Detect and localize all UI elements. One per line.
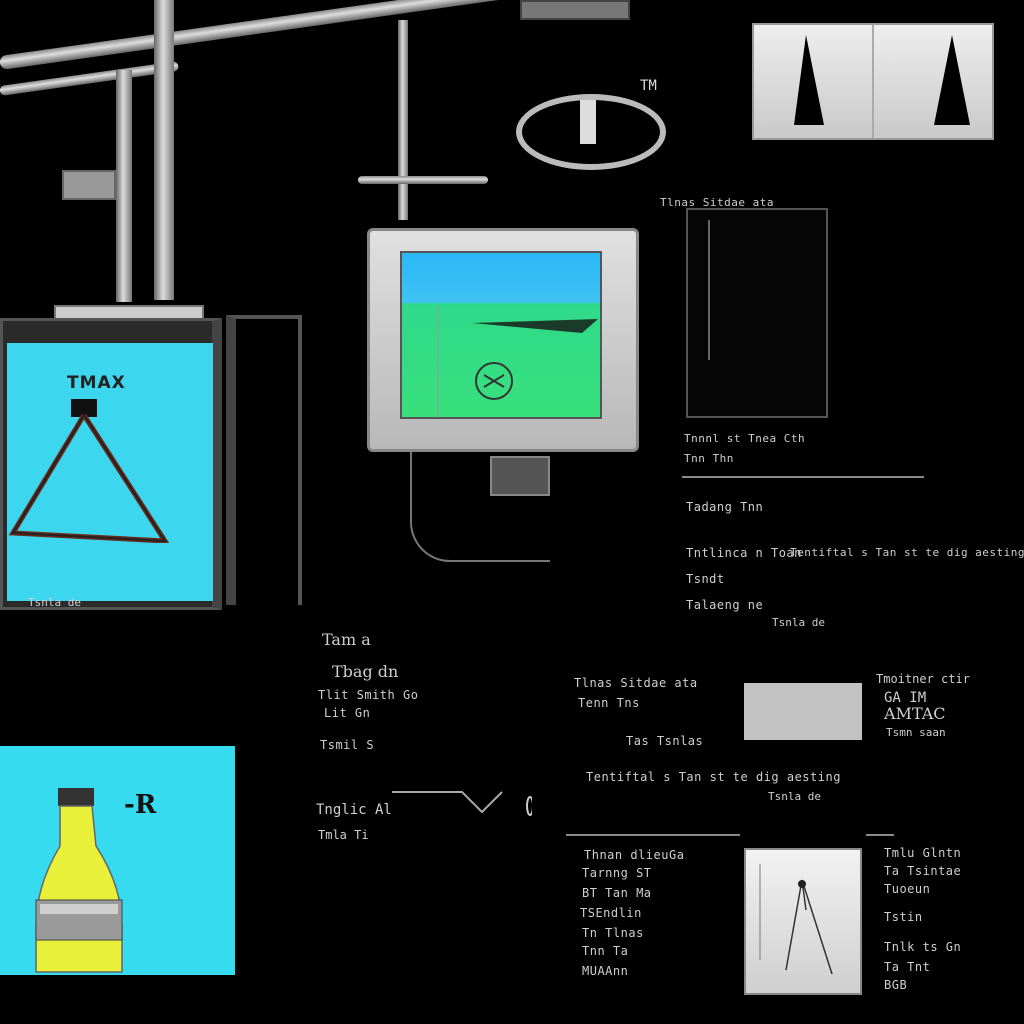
center-monitor-screen (400, 251, 602, 419)
box-label-1: Tmoitner ctir (876, 672, 970, 686)
lower-right-2: Ta Tsintae (884, 864, 962, 878)
data-frame (686, 208, 828, 418)
probe-icon (392, 791, 532, 816)
lower-right-7: BGB (884, 978, 908, 992)
mid-caption: Tnglic Al (316, 802, 392, 818)
lower-right-6: Ta Tnt (884, 960, 931, 974)
mid-row-4: Talaeng ne (686, 598, 764, 612)
lower-left-7: MUAAnn (582, 964, 629, 978)
triangle-icon (8, 399, 170, 543)
spike-icon (934, 35, 970, 125)
vertical-pipe-2 (154, 0, 174, 300)
frame-label: Tlnas Sitdae ata (660, 196, 774, 209)
right-row-c: Tas Tsnlas (626, 734, 704, 748)
mid-caption-2: Tmla Ti (318, 828, 369, 842)
lower-left-6: Tnn Ta (582, 944, 629, 958)
lower-left-1: Thnan dlieuGa (584, 848, 685, 862)
sub-line: Tsnla de (768, 790, 821, 803)
spike-panel (752, 23, 994, 140)
lower-left-5: Tn Tlnas (582, 926, 644, 940)
left-monitor-caption: TMAX (67, 373, 126, 393)
left-monitor-screen: TMAX (7, 343, 213, 601)
spike-panel-left (754, 25, 874, 138)
center-line-2: Lit Gn (324, 706, 371, 720)
product-label: -R (124, 790, 157, 820)
bottle-icon (35, 788, 123, 973)
mid-row-5: Tentiftal s Tan st te dig aesting (790, 546, 1024, 559)
lower-right-4: Tstin (884, 910, 923, 924)
vertical-pipe-3 (398, 20, 408, 220)
lower-right-5: Tnlk ts Gn (884, 940, 962, 954)
center-title-2: Tbag dn (332, 662, 399, 681)
mid-row-2: Tntlinca n Toan (686, 546, 802, 560)
lower-left-2: Tarnng ST (582, 866, 652, 880)
overhead-pipe (0, 0, 516, 70)
lower-left-3: BT Tan Ma (582, 886, 652, 900)
cable-rig (410, 452, 550, 562)
center-line-3: Tsmil S (320, 738, 375, 752)
product-panel: -R (0, 746, 235, 975)
mount-bracket (490, 456, 550, 496)
top-bracket (520, 0, 630, 20)
frame-line (708, 220, 710, 360)
spike-panel-right (874, 25, 992, 138)
mid-row-6: Tsnla de (772, 616, 825, 629)
divider-2 (566, 834, 740, 836)
frame-row-1: Tnnnl st Tnea Cth (684, 432, 806, 445)
divider-1 (682, 476, 924, 478)
diagram-sheet (744, 848, 862, 995)
right-row-b: Tenn Tns (578, 696, 640, 710)
center-title-1: Tam a (322, 630, 371, 649)
header-label: TM (640, 78, 657, 94)
frame-row-2: Tnn Thn (684, 452, 734, 465)
box-label-4: Tsmn saan (886, 726, 946, 739)
crossbar (358, 176, 488, 184)
lower-right-3: Tuoeun (884, 882, 931, 896)
mid-row-3: Tsndt (686, 572, 725, 586)
left-caption: Tsnla de (28, 596, 81, 609)
ring-stem (580, 100, 596, 144)
center-monitor (367, 228, 639, 452)
tripod-icon (759, 864, 833, 975)
gray-swatch (744, 683, 862, 740)
right-row-a: Tlnas Sitdae ata (574, 676, 698, 690)
divider-3 (866, 834, 894, 836)
lower-left-4: TSEndlin (580, 906, 642, 920)
center-line-1: Tlit Smith Go (318, 688, 419, 702)
clamp (62, 170, 116, 200)
mid-row-1: Tadang Tnn (686, 500, 764, 514)
box-label-3: AMTAC (884, 704, 946, 723)
monitor-stand (226, 315, 302, 605)
long-line: Tentiftal s Tan st te dig aesting (586, 770, 841, 784)
box-label-2: GA IM (884, 690, 927, 706)
turtle-icon (437, 305, 598, 417)
spike-icon (794, 35, 824, 125)
vertical-pipe (116, 70, 132, 302)
lower-right-1: Tmlu Glntn (884, 846, 962, 860)
ring-icon (516, 94, 666, 170)
left-monitor: TMAX (0, 318, 222, 610)
